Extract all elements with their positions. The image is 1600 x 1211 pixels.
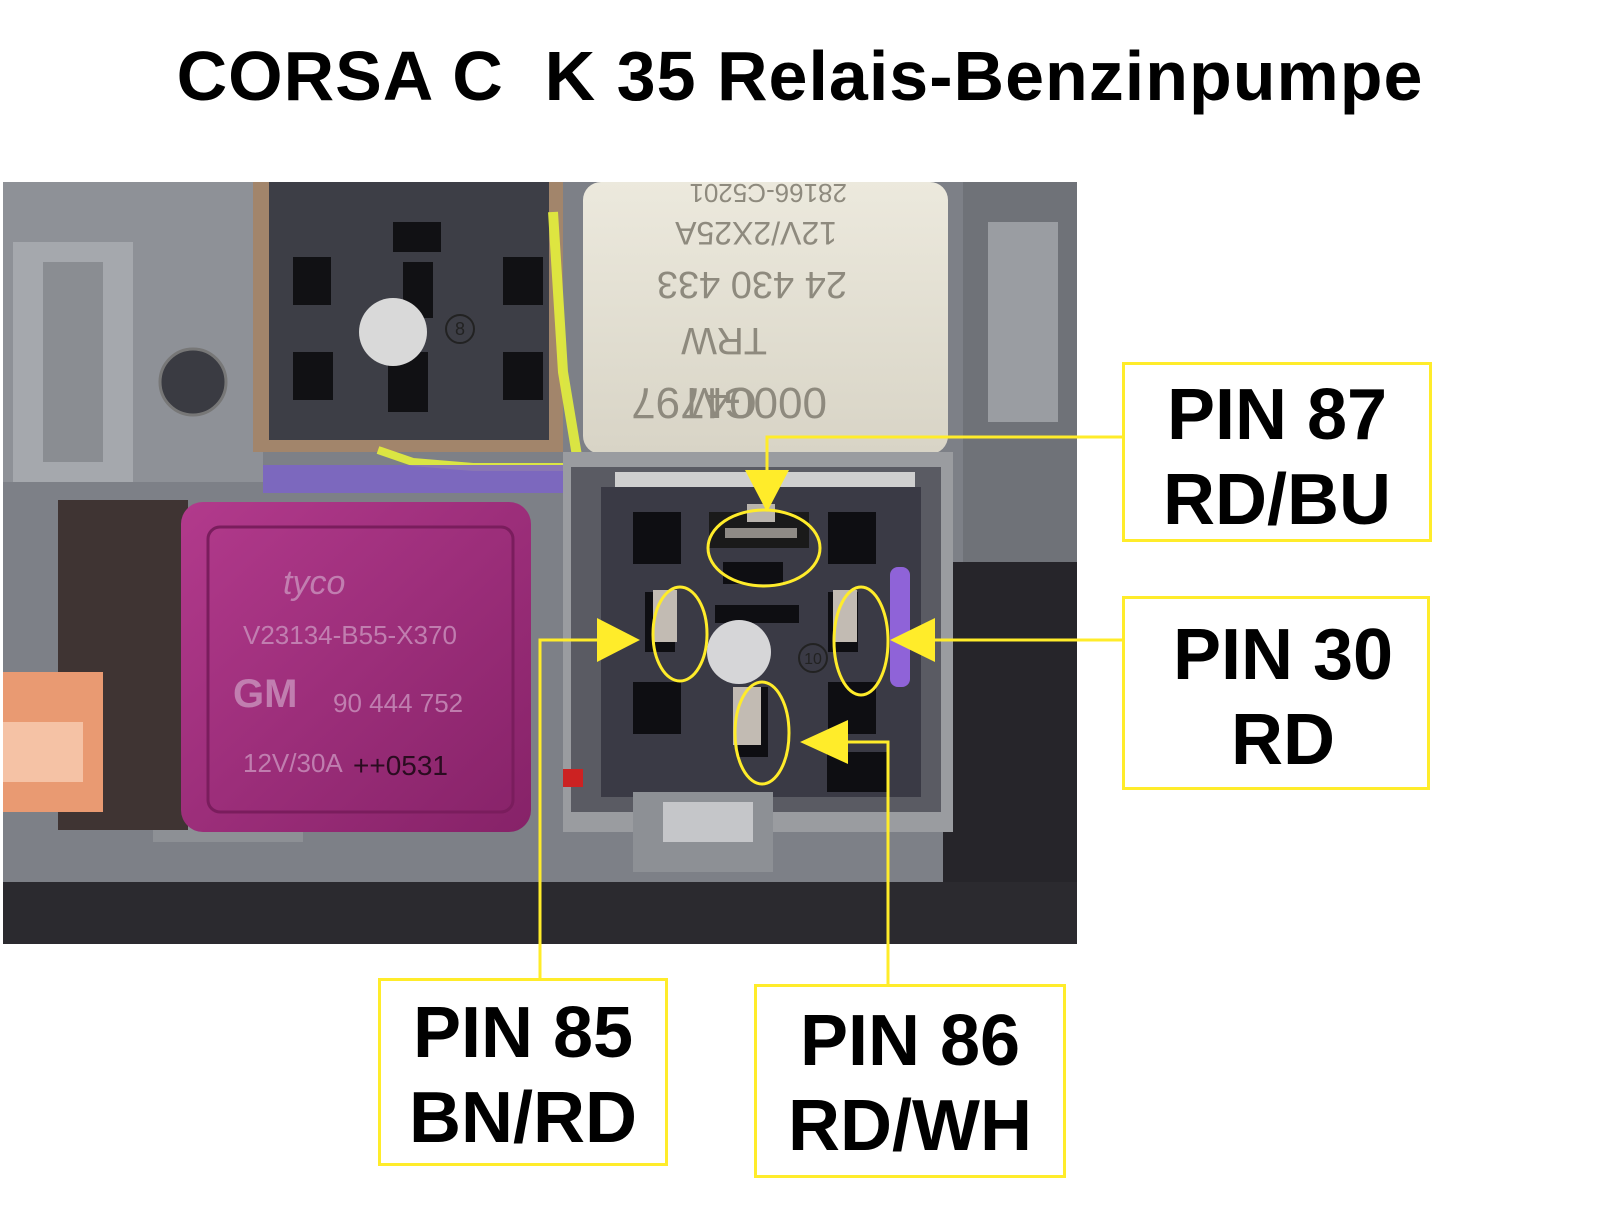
- top-relay: GM 00004797 TRW 24 430 433 12V/2X25A 281…: [583, 182, 948, 454]
- relay-socket-k35: 10: [601, 487, 921, 797]
- pin30-label: PIN 30 RD: [1122, 596, 1430, 790]
- top-relay-rating: 12V/2X25A: [674, 215, 837, 251]
- pin30-number: PIN 30: [1172, 615, 1394, 695]
- date-stamp-icon: [158, 347, 228, 417]
- pin87-color: RD/BU: [1163, 459, 1391, 540]
- left-relay-number: 90 444 752: [333, 688, 463, 718]
- pin86-label: PIN 86 RD/WH: [754, 984, 1066, 1178]
- pin85-label: PIN 85 BN/RD: [378, 978, 668, 1166]
- pin85-color: BN/RD: [409, 1077, 637, 1158]
- relay-box-photo: 8 GM 00004797 TRW 24 430 433 12V/2X25A 2…: [3, 182, 1077, 944]
- left-relay-rating: 12V/30A: [243, 748, 343, 778]
- page-title: CORSA C K 35 Relais-Benzinpumpe: [176, 37, 1424, 115]
- left-relay-part: V23134-B55-X370: [243, 620, 457, 650]
- top-relay-code: 28166-C5201: [689, 182, 847, 208]
- socket-marker-left: [359, 298, 427, 366]
- socket-number-right: 10: [804, 651, 822, 668]
- socket-number-left: 8: [455, 319, 465, 339]
- left-relay-maker: GM: [233, 672, 297, 716]
- pin86-color: RD/WH: [788, 1085, 1032, 1166]
- left-relay-code: ++0531: [353, 750, 448, 781]
- pin87-number: PIN 87: [1166, 375, 1388, 455]
- left-relay: tyco V23134-B55-X370 GM 90 444 752 12V/3…: [181, 502, 531, 832]
- pin85-number: PIN 85: [412, 993, 634, 1073]
- pin87-label: PIN 87 RD/BU: [1122, 362, 1432, 542]
- top-relay-brand: TRW: [681, 319, 767, 361]
- top-relay-part: 00004797: [631, 378, 827, 427]
- left-relay-brand: tyco: [283, 564, 345, 602]
- pin30-color: RD: [1231, 699, 1335, 780]
- top-relay-number: 24 430 433: [657, 263, 847, 305]
- top-relay-maker: GM: [686, 378, 757, 427]
- pin86-number: PIN 86: [799, 1001, 1021, 1081]
